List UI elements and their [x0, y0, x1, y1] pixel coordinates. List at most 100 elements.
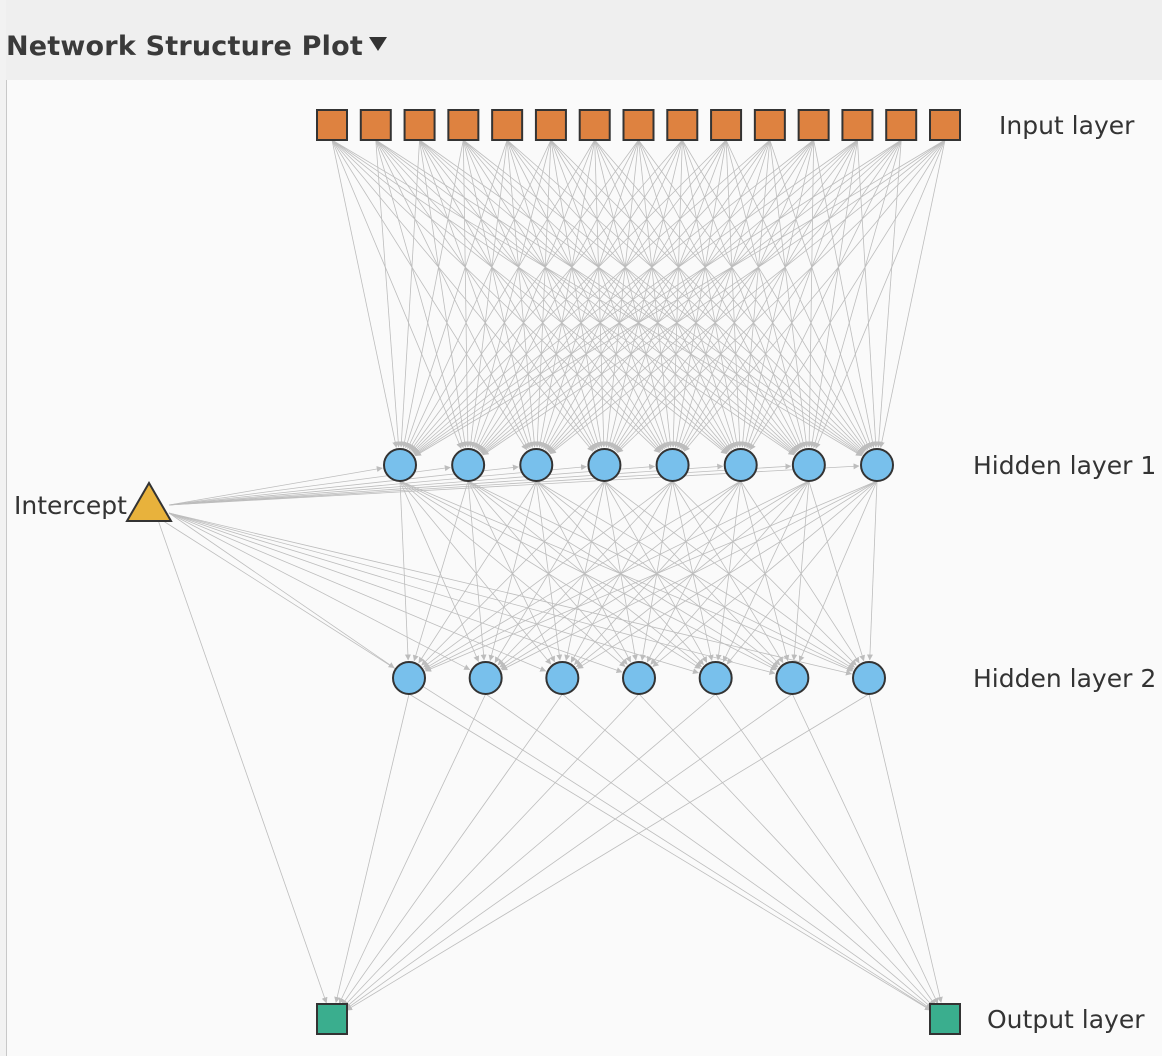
edge [638, 693, 934, 1007]
nodes [125, 109, 961, 1035]
edge [638, 139, 674, 448]
edge [331, 139, 462, 449]
edge [809, 139, 858, 448]
panel-title: Network Structure Plot [6, 31, 363, 62]
input-node [710, 109, 743, 141]
edge [723, 480, 810, 663]
edge [423, 480, 673, 668]
edge [425, 480, 878, 672]
dropdown-arrow-icon[interactable] [369, 37, 387, 51]
edge [812, 139, 902, 449]
edge [749, 139, 946, 451]
edge [419, 139, 468, 448]
edge [375, 139, 795, 455]
edge [467, 480, 778, 669]
edge [467, 480, 628, 665]
hidden-layer-2-node [545, 661, 580, 695]
edge [725, 139, 870, 450]
edge [550, 139, 865, 453]
edge [506, 139, 665, 450]
edge [676, 139, 771, 449]
edge [481, 139, 858, 454]
edge [168, 463, 656, 506]
edge [463, 139, 664, 451]
hidden-layer-1-node [383, 448, 417, 482]
edge [672, 480, 784, 664]
edge [549, 139, 902, 454]
edge [404, 139, 508, 449]
hidden-layer-1-node [587, 448, 622, 482]
edge [408, 693, 931, 1011]
hidden-layer-1-node [655, 448, 690, 482]
edge [462, 139, 471, 448]
edge [725, 139, 743, 448]
edge [540, 139, 639, 449]
edge [399, 480, 853, 672]
edge [467, 480, 555, 663]
edge [463, 139, 730, 452]
edge [375, 139, 465, 449]
edge [604, 480, 781, 666]
edge [594, 139, 607, 448]
panel-header: Network Structure Plot [6, 0, 1162, 80]
edge [550, 139, 604, 448]
edge [419, 139, 532, 449]
edge [463, 139, 797, 454]
edge [331, 139, 528, 451]
edge [156, 516, 932, 1011]
edge [343, 693, 640, 1008]
edge [549, 139, 946, 455]
edge [480, 139, 814, 454]
edge [399, 480, 411, 661]
edge [168, 512, 547, 672]
edge [548, 139, 858, 453]
edge [168, 512, 395, 669]
edge [866, 480, 878, 661]
hidden-layer-2-node [392, 661, 426, 695]
edge [399, 480, 701, 669]
edge [331, 139, 862, 457]
edge [168, 512, 471, 671]
edge [594, 139, 866, 452]
edge [613, 139, 814, 451]
edge [615, 139, 858, 452]
edge [672, 480, 857, 666]
edge [479, 139, 727, 452]
hidden-layer-1-node [519, 448, 554, 482]
edge [748, 139, 902, 450]
edge [375, 139, 529, 450]
input-node [578, 109, 611, 141]
hidden-layer-1-label: Hidden layer 1 [973, 451, 1156, 480]
edge [536, 480, 854, 670]
input-node [666, 109, 699, 141]
input-node [841, 109, 874, 141]
edge [791, 693, 939, 1005]
edge [411, 139, 683, 452]
edge [617, 139, 946, 453]
edges [156, 139, 946, 1011]
edge [473, 139, 596, 449]
edge [682, 139, 902, 451]
hidden-layer-1-node [451, 448, 486, 482]
edge [375, 139, 595, 451]
edge [168, 512, 623, 674]
hidden-layer-1-node [791, 448, 826, 482]
edge [545, 139, 727, 450]
input-node [534, 109, 567, 141]
input-node [622, 109, 655, 141]
input-node [316, 109, 348, 141]
edge [413, 139, 771, 454]
hidden-layer-1-node [860, 448, 894, 482]
edge [603, 139, 639, 448]
edge [562, 693, 933, 1009]
edge [813, 139, 876, 448]
edge [375, 139, 863, 456]
intercept-node [125, 481, 173, 522]
edge [398, 139, 420, 448]
edge [543, 139, 683, 450]
edge [494, 480, 605, 664]
edge [399, 480, 777, 671]
edge [419, 139, 796, 454]
edge [413, 139, 814, 455]
edge [806, 139, 815, 448]
